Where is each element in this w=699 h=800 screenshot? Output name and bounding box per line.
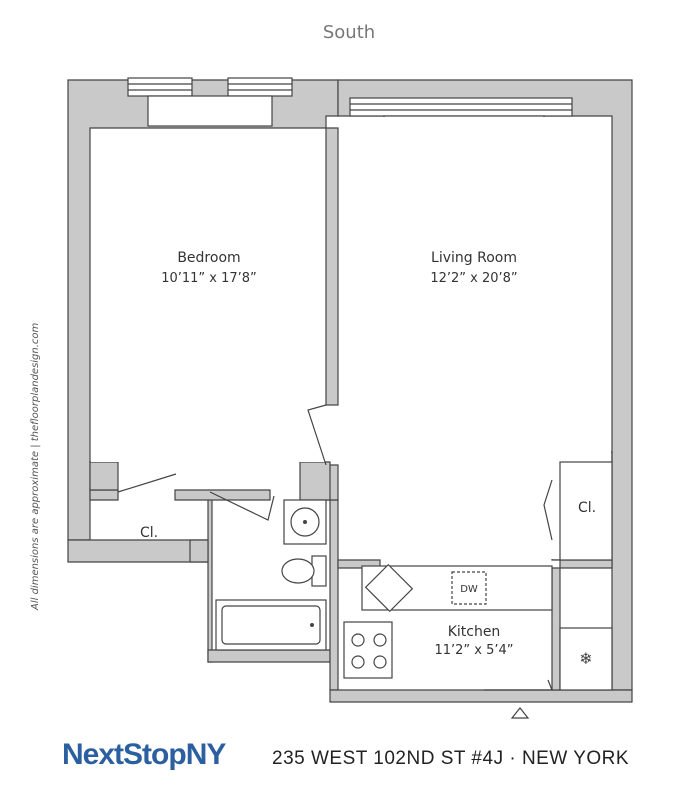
closets <box>559 461 613 561</box>
closet-right-label: Cl. <box>578 500 596 516</box>
brand-logo: NextStopNY <box>62 738 227 772</box>
kitchen-name: Kitchen <box>448 624 501 640</box>
side-note: All dimensions are approximate | thefloo… <box>30 322 41 611</box>
stove <box>343 621 393 679</box>
living-room-dims: 12’2” x 20’8” <box>430 271 517 286</box>
bedroom-dims: 10’11” x 17’8” <box>161 271 257 286</box>
bedroom-name: Bedroom <box>177 250 240 266</box>
compass-label: South <box>323 22 375 43</box>
footer: NextStopNY 235 WEST 102ND ST #4J · NEW Y… <box>0 728 699 788</box>
kitchen-dims: 11’2” x 5’4” <box>434 643 513 658</box>
closet-left-label: Cl. <box>140 525 158 541</box>
kitchen-sink <box>364 563 414 613</box>
listing-address: 235 WEST 102ND ST #4J · NEW YORK <box>272 748 630 769</box>
rooms <box>91 117 611 559</box>
dishwasher-label: DW <box>460 584 478 595</box>
toilet-bowl <box>281 558 315 584</box>
refrigerator <box>559 627 613 691</box>
bathroom <box>215 499 327 651</box>
brand-accent: NY <box>185 738 227 771</box>
kitchen <box>343 563 613 691</box>
doors <box>117 404 553 691</box>
snowflake-icon: ❄ <box>579 649 592 668</box>
brand-main: NextStop <box>62 738 187 771</box>
entry-arrow-icon <box>510 707 530 719</box>
living-room-name: Living Room <box>431 250 517 266</box>
